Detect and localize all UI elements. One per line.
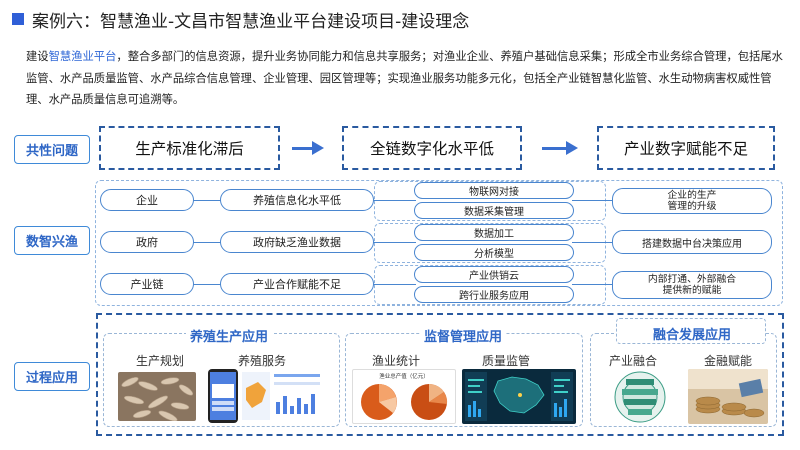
intro-prefix: 建设 — [26, 50, 49, 63]
flow-arrow-2-shaft — [542, 147, 566, 150]
industry-integration-diagram-image — [602, 369, 678, 424]
problem-box-1: 生产标准化滞后 — [99, 126, 280, 170]
mid-data-processing: 数据加工 — [414, 224, 574, 241]
intro-paragraph: 建设智慧渔业平台，整合多部门的信息资源，提升业务协同能力和信息共享服务；对渔业企… — [26, 46, 786, 111]
entity-government: 政府 — [100, 231, 194, 253]
label-quality-supervision: 质量监管 — [481, 354, 530, 368]
category-digital-fishery: 数智兴渔 — [14, 226, 90, 255]
connector-line — [572, 200, 614, 202]
flow-arrow-2-head — [566, 141, 578, 155]
mid-analysis-model: 分析模型 — [414, 244, 574, 261]
label-industry-integration: 产业融合 — [608, 354, 657, 368]
entity-industry-chain: 产业链 — [100, 273, 194, 295]
process-section-frame — [96, 313, 784, 436]
connector-line — [192, 200, 222, 202]
panel-title-integration: 融合发展应用 — [653, 328, 732, 343]
result-enterprise-upgrade: 企业的生产 管理的升级 — [612, 188, 772, 214]
connector-line — [572, 242, 614, 244]
stats-image-title: 渔业总产值（亿元） — [379, 374, 429, 380]
flow-arrow-1-head — [312, 141, 324, 155]
connector-line — [192, 284, 222, 286]
connector-line — [372, 242, 416, 244]
quality-monitor-dashboard-image — [462, 369, 576, 424]
mid-data-collection: 数据采集管理 — [414, 202, 574, 219]
panel-title-supervision: 监督管理应用 — [420, 326, 507, 345]
mid-supply-cloud: 产业供销云 — [414, 266, 574, 283]
result-integration-empowerment: 内部打通、外部融合 提供新的赋能 — [612, 271, 772, 299]
entity-enterprise: 企业 — [100, 189, 194, 211]
connector-line — [192, 242, 222, 244]
shrimp-photo — [118, 372, 196, 421]
result-data-platform: 搭建数据中台决策应用 — [612, 230, 772, 254]
problem-box-3: 产业数字赋能不足 — [597, 126, 775, 170]
connector-line — [372, 200, 416, 202]
finance-photo — [688, 369, 768, 424]
label-fishery-statistics: 渔业统计 — [371, 354, 420, 368]
panel-title-breeding: 养殖生产应用 — [186, 326, 273, 345]
intro-text: ，整合多部门的信息资源，提升业务协同能力和信息共享服务；对渔业企业、养殖户基础信… — [26, 50, 783, 106]
breeding-app-screenshot — [206, 368, 324, 424]
category-common-problems: 共性问题 — [14, 135, 90, 164]
panel-title-frame — [616, 318, 766, 344]
mid-cross-industry-service: 跨行业服务应用 — [414, 286, 574, 303]
flow-arrow-1-shaft — [292, 147, 312, 150]
category-process-application: 过程应用 — [14, 362, 90, 391]
intro-highlight: 智慧渔业平台 — [48, 50, 117, 63]
problem-industry-chain: 产业合作赋能不足 — [220, 273, 374, 295]
label-production-planning: 生产规划 — [135, 354, 184, 368]
fishery-stats-chart-image: 渔业总产值（亿元） — [352, 369, 456, 424]
problem-enterprise: 养殖信息化水平低 — [220, 189, 374, 211]
mid-iot-connection: 物联网对接 — [414, 182, 574, 199]
label-financial-empowerment: 金融赋能 — [703, 354, 752, 368]
title-marker — [12, 13, 24, 25]
problem-box-2: 全链数字化水平低 — [342, 126, 522, 170]
connector-line — [572, 284, 614, 286]
problem-government: 政府缺乏渔业数据 — [220, 231, 374, 253]
connector-line — [372, 284, 416, 286]
page-title: 案例六：智慧渔业-文昌市智慧渔业平台建设项目-建设理念 — [32, 12, 470, 32]
label-breeding-service: 养殖服务 — [237, 354, 286, 368]
digital-section-frame — [95, 180, 783, 306]
